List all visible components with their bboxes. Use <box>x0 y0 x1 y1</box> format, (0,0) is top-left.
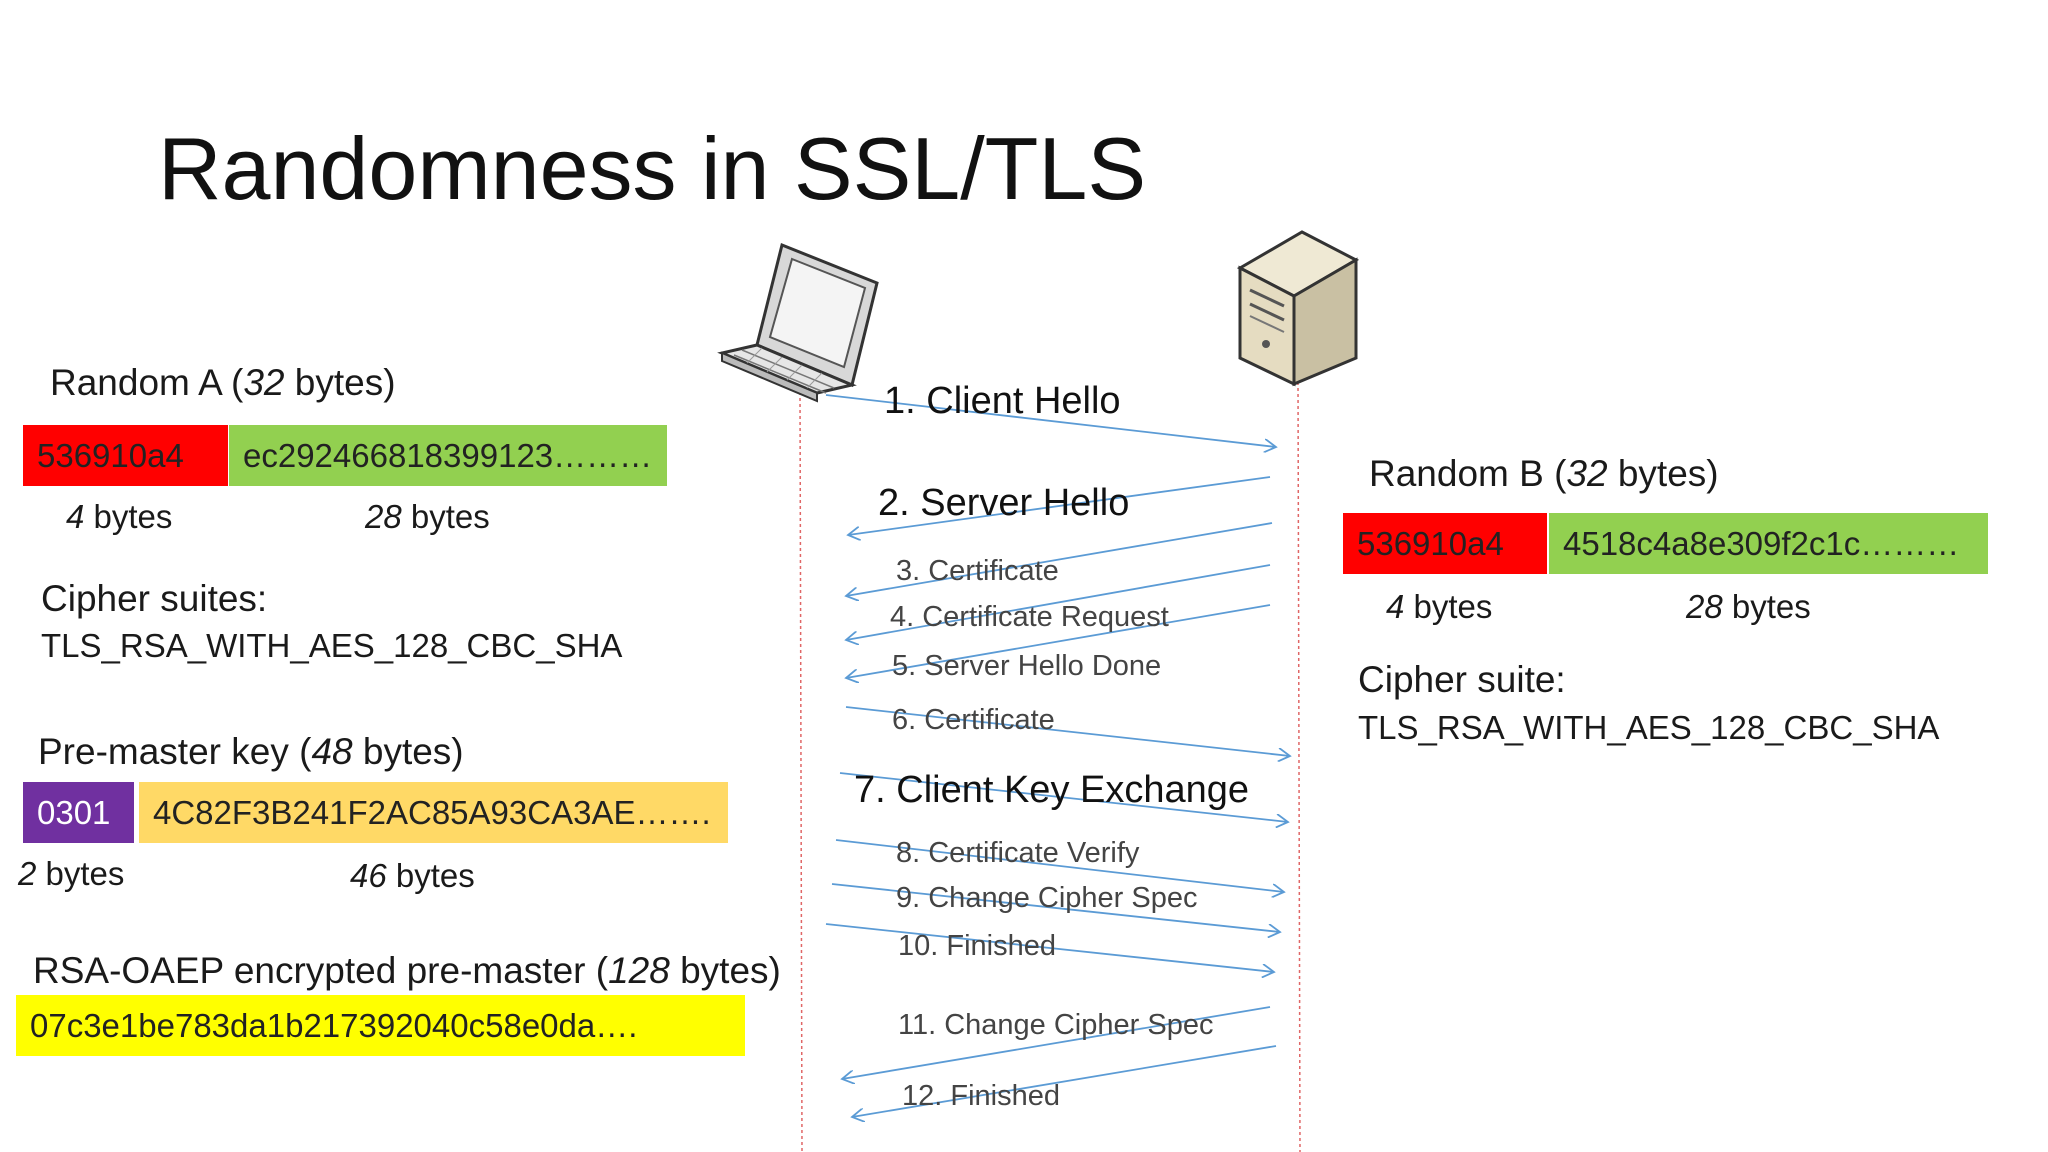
msg-label-2: 2. Server Hello <box>878 482 1130 524</box>
message-arrow-10 <box>825 923 1274 972</box>
encrypted-premaster-block: 07c3e1be783da1b217392040c58e0da…. <box>16 995 745 1056</box>
laptop-icon <box>717 242 879 403</box>
msg-label-6: 6. Certificate <box>892 704 1055 736</box>
message-arrow-9 <box>831 883 1280 932</box>
msg-label-11: 11. Change Cipher Spec <box>898 1009 1214 1041</box>
msg-label-1: 1. Client Hello <box>884 380 1121 422</box>
random-b-timestamp-block: 536910a4 <box>1343 513 1547 574</box>
server-tower-icon <box>1236 230 1360 387</box>
random-a-size1: 4 bytes <box>66 498 173 535</box>
random-b-heading: Random B (32 bytes) <box>1369 453 1719 494</box>
slide-title: Randomness in SSL/TLS <box>158 119 1147 218</box>
premaster-size1: 2 bytes <box>18 855 125 892</box>
random-b-size2: 28 bytes <box>1686 588 1811 625</box>
premaster-heading: Pre-master key (48 bytes) <box>38 731 464 772</box>
message-arrow-12 <box>852 1045 1277 1117</box>
message-arrows <box>825 394 1290 1117</box>
message-arrow-1 <box>825 394 1276 447</box>
msg-label-9: 9. Change Cipher Spec <box>896 882 1198 914</box>
random-a-random-block: ec292466818399123……… <box>229 425 667 486</box>
message-arrow-8 <box>835 839 1284 892</box>
msg-label-7: 7. Client Key Exchange <box>854 769 1250 811</box>
premaster-version-block: 0301 <box>23 782 134 843</box>
random-a-timestamp-block: 536910a4 <box>23 425 228 486</box>
message-arrow-5 <box>846 604 1271 678</box>
msg-label-8: 8. Certificate Verify <box>896 837 1140 869</box>
client-lifeline <box>799 391 803 1152</box>
server-lifeline <box>1297 381 1301 1152</box>
msg-label-12: 12. Finished <box>902 1080 1060 1112</box>
server-cipher-heading: Cipher suite: <box>1358 659 1566 700</box>
msg-label-4: 4. Certificate Request <box>890 601 1169 633</box>
random-b-random-block: 4518c4a8e309f2c1c……… <box>1549 513 1988 574</box>
message-arrow-2 <box>848 476 1271 535</box>
random-a-size2: 28 bytes <box>365 498 490 535</box>
message-arrow-3 <box>846 522 1273 596</box>
premaster-random-block: 4C82F3B241F2AC85A93CA3AE……. <box>139 782 728 843</box>
client-cipher-heading: Cipher suites: <box>41 578 268 619</box>
message-arrow-11 <box>842 1006 1271 1079</box>
msg-label-3: 3. Certificate <box>896 555 1059 587</box>
msg-label-5: 5. Server Hello Done <box>892 650 1162 682</box>
client-cipher-value: TLS_RSA_WITH_AES_128_CBC_SHA <box>41 627 623 664</box>
message-arrow-6 <box>845 706 1290 756</box>
encrypted-premaster-heading: RSA-OAEP encrypted pre-master (128 bytes… <box>33 950 781 991</box>
random-b-size1: 4 bytes <box>1386 588 1493 625</box>
message-arrow-7 <box>839 772 1288 822</box>
premaster-size2: 46 bytes <box>350 857 475 894</box>
random-a-heading: Random A (32 bytes) <box>50 362 396 403</box>
message-arrow-4 <box>846 564 1271 640</box>
msg-label-10: 10. Finished <box>898 930 1056 962</box>
server-cipher-value: TLS_RSA_WITH_AES_128_CBC_SHA <box>1358 709 1940 746</box>
